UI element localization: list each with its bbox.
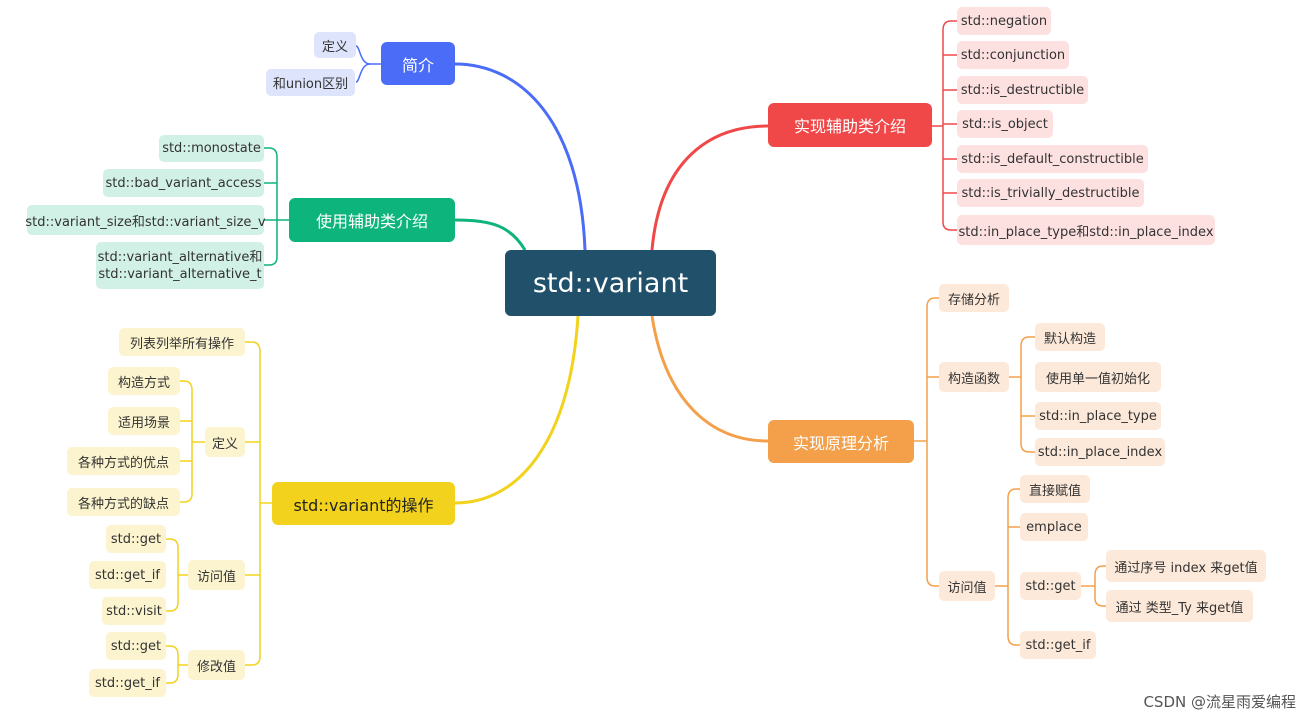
get-item[interactable]: 通过序号 index 来get值	[1106, 550, 1266, 582]
use-helper-item[interactable]: std::variant_size和std::variant_size_v	[25, 205, 266, 235]
define-item[interactable]: 适用场景	[108, 407, 180, 435]
ctor-item[interactable]: std::in_place_index	[1035, 438, 1165, 466]
use-helper-item[interactable]: std::monostate	[159, 135, 264, 162]
operations-node[interactable]: std::variant的操作	[272, 482, 455, 525]
impl-helper-item[interactable]: std::negation	[957, 7, 1051, 35]
principle-storage-node[interactable]: 存储分析	[939, 284, 1009, 312]
operations-define-node[interactable]: 定义	[205, 427, 245, 457]
intro-node[interactable]: 简介	[381, 42, 455, 85]
impl-helper-item[interactable]: std::conjunction	[957, 41, 1069, 69]
principle-access-node[interactable]: 访问值	[939, 571, 995, 601]
define-item[interactable]: 构造方式	[108, 367, 180, 395]
operations-access-node[interactable]: 访问值	[188, 560, 245, 590]
root-node[interactable]: std::variant	[505, 250, 716, 316]
principle-access-item[interactable]: emplace	[1020, 513, 1088, 541]
operations-list-all-node[interactable]: 列表列举所有操作	[119, 328, 245, 356]
ctor-item[interactable]: 使用单一值初始化	[1035, 362, 1161, 392]
modify-item[interactable]: std::get_if	[89, 669, 166, 697]
access-item[interactable]: std::get	[106, 525, 166, 553]
principle-node[interactable]: 实现原理分析	[768, 420, 914, 463]
define-item[interactable]: 各种方式的缺点	[67, 488, 180, 516]
access-item[interactable]: std::visit	[102, 597, 166, 625]
impl-helper-item[interactable]: std::is_trivially_destructible	[957, 179, 1144, 207]
impl-helper-item[interactable]: std::is_default_constructible	[957, 145, 1148, 173]
intro-union-diff-node[interactable]: 和union区别	[266, 69, 355, 96]
operations-modify-node[interactable]: 修改值	[188, 650, 245, 680]
impl-helper-item[interactable]: std::is_destructible	[957, 76, 1088, 104]
watermark: CSDN @流星雨爱编程	[1143, 693, 1296, 711]
access-item[interactable]: std::get_if	[89, 561, 166, 589]
impl-helper-item[interactable]: std::is_object	[957, 110, 1053, 138]
principle-ctor-node[interactable]: 构造函数	[939, 362, 1009, 392]
use-helpers-node[interactable]: 使用辅助类介绍	[289, 198, 455, 242]
principle-get-node[interactable]: std::get	[1020, 572, 1081, 600]
define-item[interactable]: 各种方式的优点	[67, 447, 180, 475]
principle-access-item[interactable]: std::get_if	[1020, 631, 1096, 659]
modify-item[interactable]: std::get	[106, 632, 166, 660]
ctor-item[interactable]: std::in_place_type	[1035, 402, 1161, 430]
use-helper-item[interactable]: std::bad_variant_access	[103, 169, 264, 197]
ctor-item[interactable]: 默认构造	[1035, 323, 1105, 351]
use-helper-item[interactable]: std::variant_alternative和 std::variant_a…	[96, 242, 264, 289]
impl-helper-item[interactable]: std::in_place_type和std::in_place_index	[957, 215, 1215, 245]
impl-helpers-node[interactable]: 实现辅助类介绍	[768, 103, 932, 147]
get-item[interactable]: 通过 类型_Ty 来get值	[1106, 590, 1253, 622]
intro-definition-node[interactable]: 定义	[314, 32, 356, 58]
principle-access-item[interactable]: 直接赋值	[1020, 475, 1090, 503]
